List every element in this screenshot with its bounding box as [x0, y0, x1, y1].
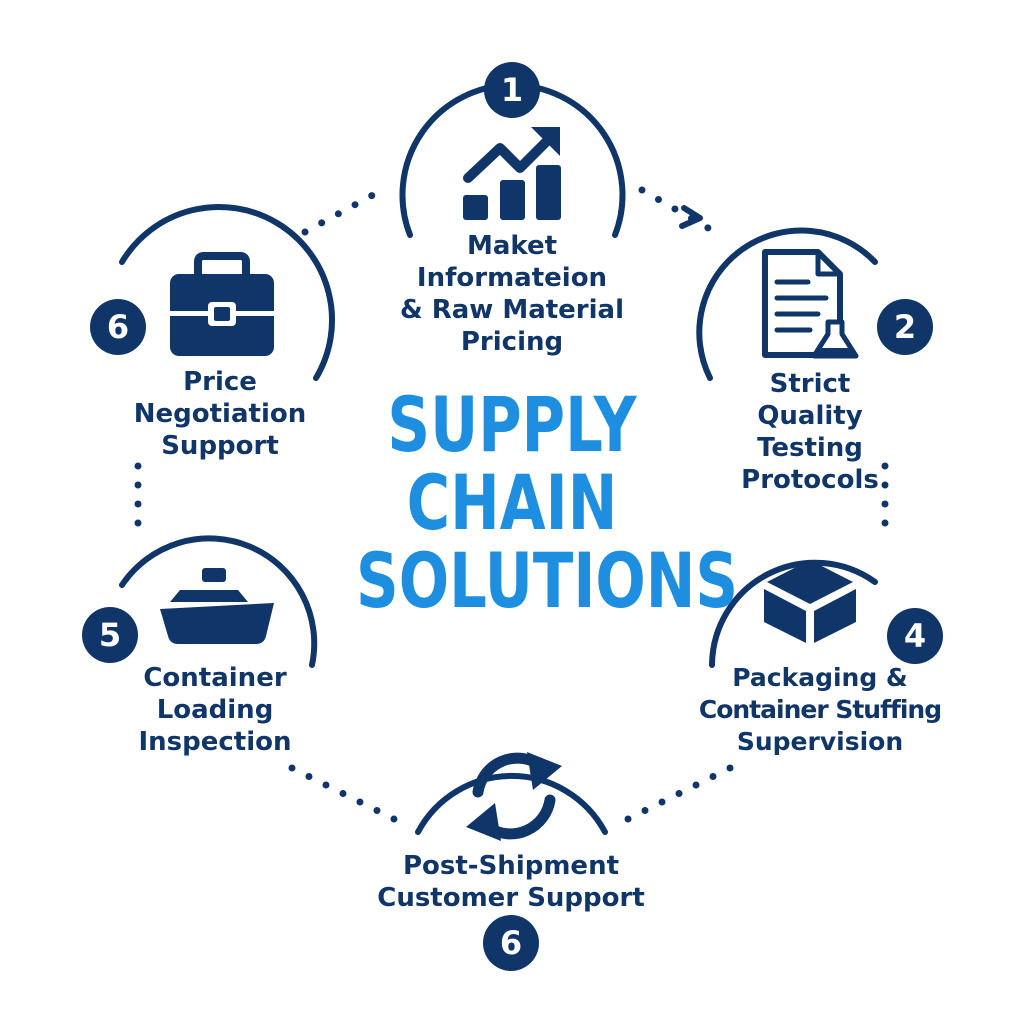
- arc-step-6a: [119, 204, 336, 381]
- step-1-line-4: Pricing: [460, 327, 564, 357]
- arc-step-6b: [415, 773, 608, 835]
- step-2-line-2: Quality: [757, 401, 863, 431]
- briefcase-icon: [170, 252, 274, 356]
- step-6a-line-2: Negotiation: [133, 399, 307, 429]
- connector-5-6: [288, 764, 404, 826]
- badge-6-bottom: 6: [483, 915, 539, 971]
- svg-text:6: 6: [500, 924, 522, 962]
- connector-4-6: [618, 764, 734, 826]
- badge-4: 4: [887, 608, 943, 664]
- step-2-line-4: Protocols: [741, 465, 879, 495]
- step-6b-line-1: Post-Shipment: [402, 851, 620, 881]
- document-flask-icon: [762, 249, 859, 359]
- connector-arrowhead: [679, 205, 703, 229]
- diagram-title: SUPPLY CHAIN SOLUTIONS: [356, 380, 739, 625]
- step-6a-line-3: Support: [161, 431, 279, 461]
- badge-2: 2: [877, 299, 933, 355]
- step-5-line-2: Loading: [156, 695, 274, 725]
- step-4-line-3: Supervision: [736, 727, 904, 756]
- step-5-label: Container Loading Inspection: [115, 662, 315, 758]
- arc-step-2: [696, 227, 878, 381]
- box-icon: [764, 560, 856, 643]
- step-1-label: Maket Informateion & Raw Material Pricin…: [397, 230, 627, 358]
- step-6a-line-1: Price: [183, 367, 257, 397]
- svg-text:5: 5: [99, 616, 121, 654]
- ship-icon: [160, 568, 274, 644]
- step-6b-line-2: Customer Support: [377, 883, 645, 913]
- step-2-line-3: Testing: [757, 433, 863, 463]
- arc-step-5: [119, 535, 318, 668]
- badge-1: 1: [484, 62, 540, 118]
- svg-text:6: 6: [107, 308, 129, 346]
- title-line-2: CHAIN: [406, 458, 618, 547]
- bar-chart-trend-icon: [463, 127, 561, 220]
- step-2-line-1: Strict: [769, 369, 851, 399]
- svg-text:1: 1: [501, 71, 523, 109]
- badge-6-left: 6: [90, 299, 146, 355]
- connector-1-2: [638, 186, 719, 236]
- step-4-line-2: Container Stuffing: [698, 695, 942, 724]
- svg-text:2: 2: [894, 308, 916, 346]
- dotted-connectors: [134, 186, 889, 826]
- svg-text:4: 4: [904, 617, 926, 655]
- connector-6-1: [301, 186, 386, 236]
- arc-step-4: [709, 559, 878, 668]
- step-4-line-1: Packaging &: [732, 663, 908, 692]
- title-line-1: SUPPLY: [387, 380, 637, 469]
- badge-5: 5: [82, 607, 138, 663]
- step-2-label: Strict Quality Testing Protocols: [710, 368, 910, 496]
- step-5-line-1: Container: [143, 663, 287, 693]
- title-line-3: SOLUTIONS: [356, 536, 739, 625]
- refresh-icon: [466, 752, 562, 841]
- step-6-bottom-label: Post-Shipment Customer Support: [365, 850, 657, 914]
- step-1-line-3: & Raw Material: [399, 295, 625, 325]
- step-1-line-1: Maket: [466, 231, 558, 261]
- step-6-left-label: Price Negotiation Support: [120, 366, 320, 462]
- step-5-line-3: Inspection: [138, 727, 292, 757]
- step-4-label: Packaging & Container Stuffing Supervisi…: [688, 662, 952, 758]
- step-1-line-2: Informateion: [416, 263, 608, 293]
